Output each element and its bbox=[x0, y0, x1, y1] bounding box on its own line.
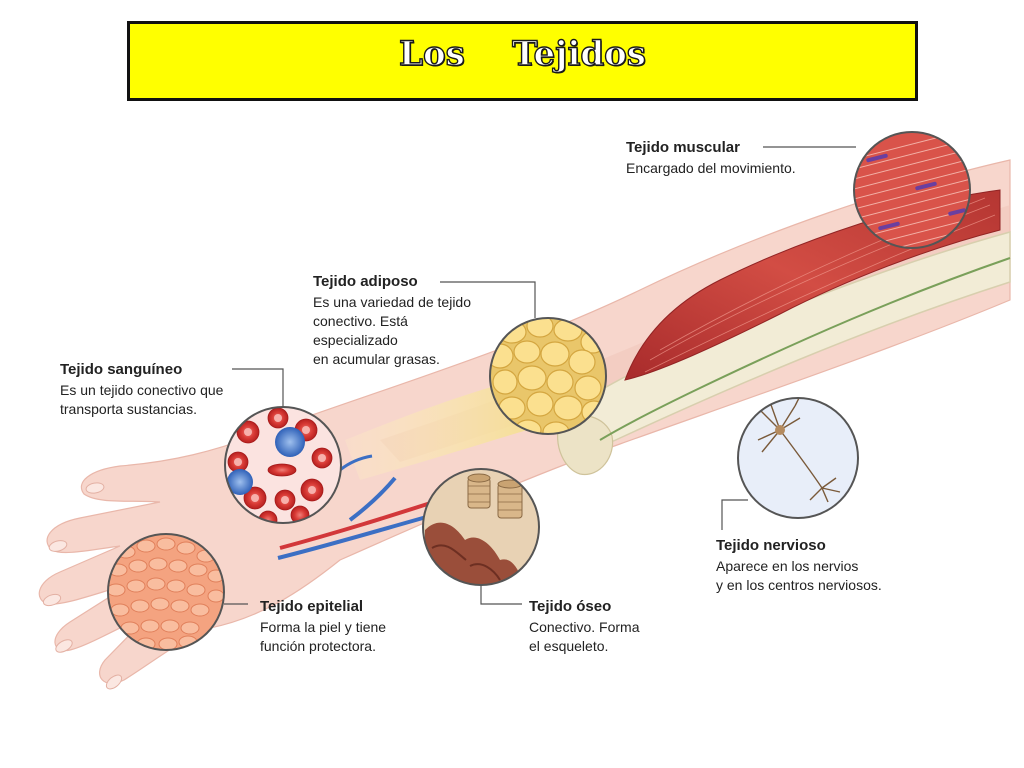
label-title: Tejido sanguíneo bbox=[60, 361, 183, 378]
label-tejido-muscular: Tejido muscular Encargado del movimiento… bbox=[626, 138, 796, 178]
neuron-icon bbox=[737, 397, 859, 519]
fingernails bbox=[42, 482, 123, 690]
label-tejido-nervioso: Tejido nervioso Aparece en los nervios y… bbox=[716, 536, 882, 595]
label-desc-line: función protectora. bbox=[260, 638, 376, 654]
label-tejido-sanguineo: Tejido sanguíneo Es un tejido conectivo … bbox=[60, 360, 223, 419]
label-tejido-oseo: Tejido óseo Conectivo. Forma el esquelet… bbox=[529, 597, 639, 656]
label-desc-line: Es un tejido conectivo que bbox=[60, 382, 224, 398]
label-desc-line: Encargado del movimiento. bbox=[626, 160, 796, 176]
label-desc-line: y en los centros nerviosos. bbox=[716, 577, 882, 593]
blood-cells-icon bbox=[224, 406, 342, 524]
vein bbox=[277, 476, 431, 560]
label-desc-line: especializado bbox=[313, 332, 398, 348]
label-desc-line: Aparece en los nervios bbox=[716, 558, 859, 574]
label-title: Tejido óseo bbox=[529, 598, 612, 615]
title-banner: Los Tejidos bbox=[127, 21, 918, 101]
label-tejido-epitelial: Tejido epitelial Forma la piel y tiene f… bbox=[260, 597, 386, 656]
vessel-branch bbox=[339, 454, 373, 472]
label-desc-line: conectivo. Está bbox=[313, 313, 408, 329]
label-title: Tejido nervioso bbox=[716, 537, 826, 554]
label-tejido-adiposo: Tejido adiposo Es una variedad de tejido… bbox=[313, 272, 471, 369]
label-desc-line: Forma la piel y tiene bbox=[260, 619, 387, 635]
page-title: Los Tejidos bbox=[398, 33, 646, 74]
bone-structure-icon bbox=[422, 468, 540, 586]
artery bbox=[279, 498, 441, 550]
label-desc-line: en acumular grasas. bbox=[313, 351, 440, 367]
label-desc-line: transporta sustancias. bbox=[60, 401, 197, 417]
label-desc-line: Conectivo. Forma bbox=[529, 619, 640, 635]
connector-lines bbox=[224, 146, 856, 605]
epithelial-cells-icon bbox=[107, 533, 225, 651]
label-desc-line: el esqueleto. bbox=[529, 638, 609, 654]
label-desc-line: Es una variedad de tejido bbox=[313, 294, 471, 310]
label-title: Tejido epitelial bbox=[260, 598, 364, 615]
label-title: Tejido adiposo bbox=[313, 273, 418, 290]
label-title: Tejido muscular bbox=[626, 139, 740, 156]
nerve-fiber bbox=[599, 257, 1011, 441]
